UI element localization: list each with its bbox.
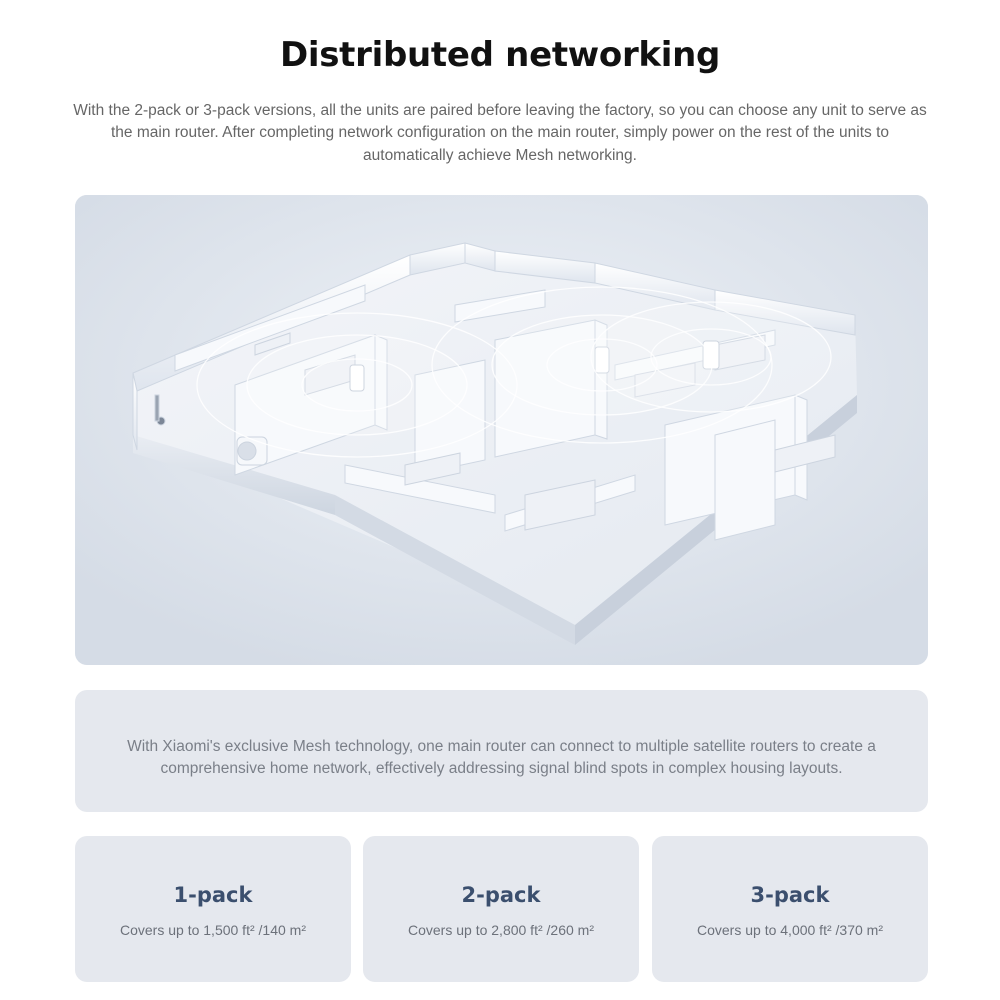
pack-coverage: Covers up to 2,800 ft² /260 m²: [408, 922, 594, 938]
page-title: Distributed networking: [279, 34, 721, 75]
floorplan-illustration: [75, 195, 928, 665]
pack-coverage: Covers up to 1,500 ft² /140 m²: [120, 922, 306, 938]
pack-title: 3-pack: [750, 883, 830, 907]
pack-card-2: 2-pack Covers up to 2,800 ft² /260 m²: [363, 836, 639, 982]
mesh-description: With Xiaomi's exclusive Mesh technology,…: [127, 737, 876, 778]
pack-title: 1-pack: [173, 883, 253, 907]
pack-card-3: 3-pack Covers up to 4,000 ft² /370 m²: [652, 836, 928, 982]
intro-paragraph: With the 2-pack or 3-pack versions, all …: [73, 101, 927, 164]
mesh-description-panel: With Xiaomi's exclusive Mesh technology,…: [75, 690, 928, 812]
router-units: [349, 340, 720, 392]
pack-coverage: Covers up to 4,000 ft² /370 m²: [697, 922, 883, 938]
pack-title: 2-pack: [461, 883, 541, 907]
pack-card-1: 1-pack Covers up to 1,500 ft² /140 m²: [75, 836, 351, 982]
furniture: [154, 332, 836, 531]
mesh-signal-rings: [196, 286, 832, 458]
